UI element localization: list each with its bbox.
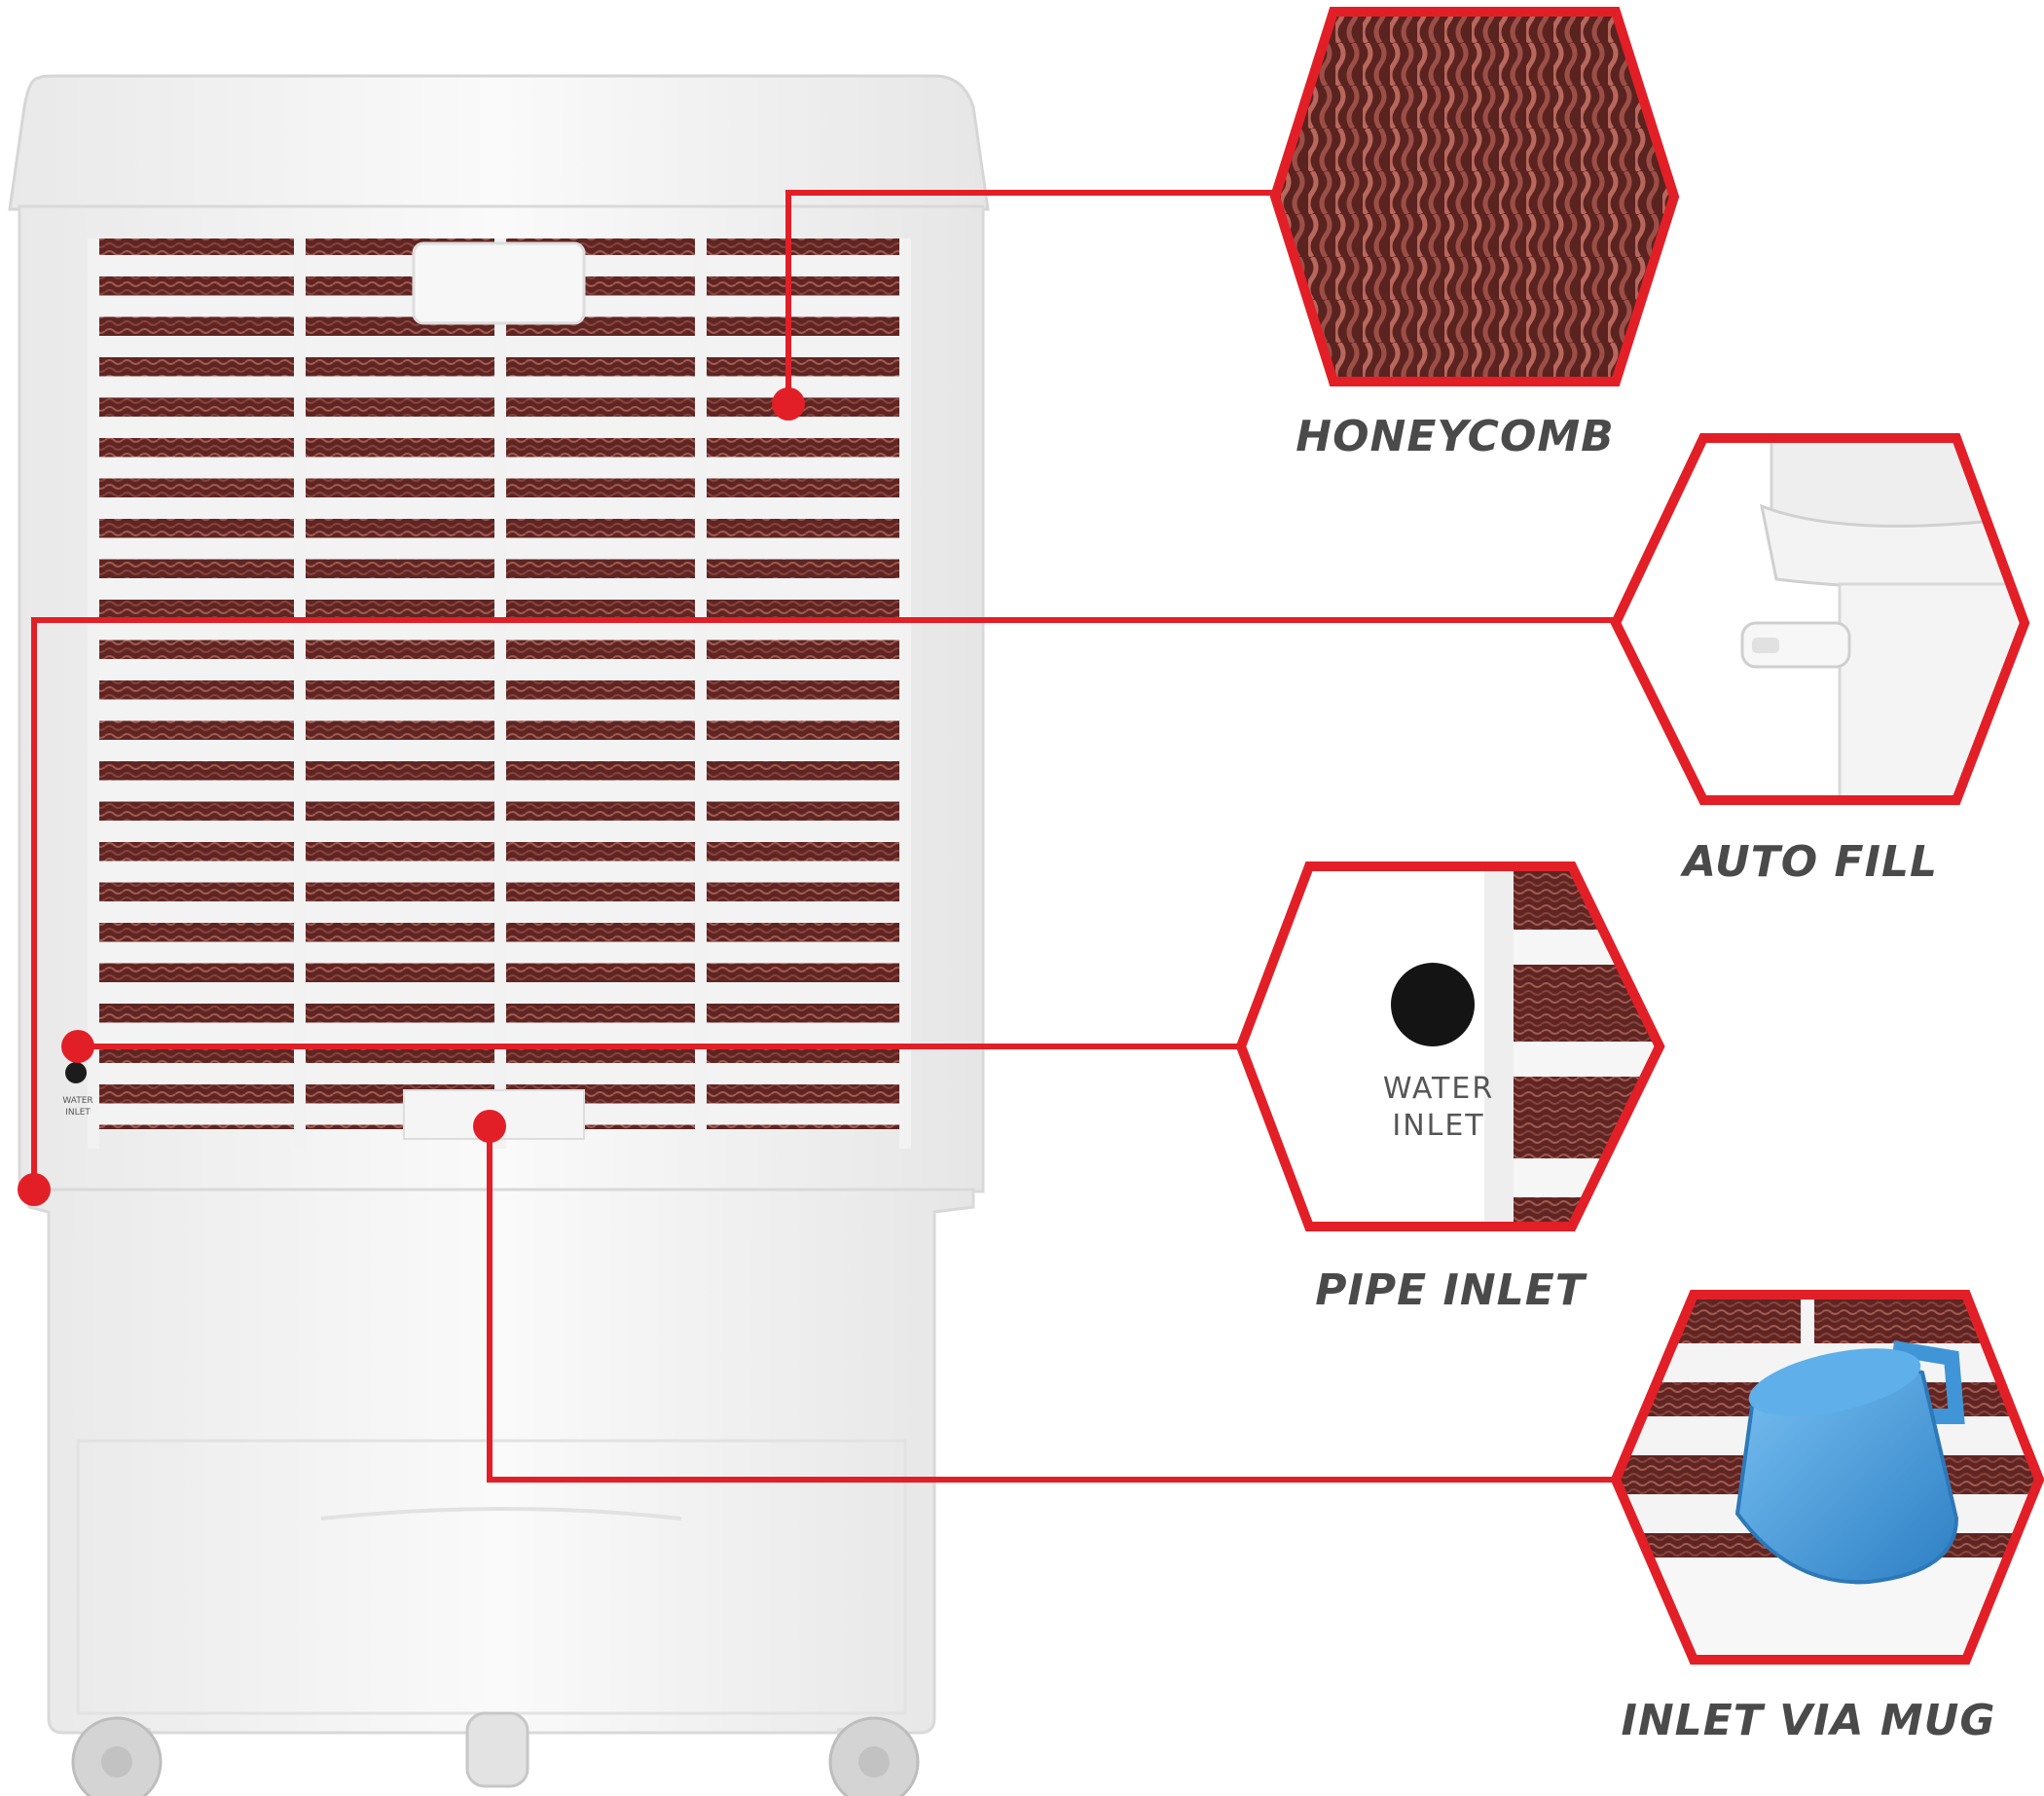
air-cooler: WATER INLET <box>8 74 990 1796</box>
caster-wheels <box>71 1711 920 1796</box>
feature-inlet-via-mug: INLET VIA MUG <box>1610 1290 2044 1745</box>
feature-label-pipe-inlet: PIPE INLET <box>1315 1265 1588 1315</box>
callout-dots <box>18 387 805 1206</box>
water-inlet-marking-line2: INLET <box>65 1108 91 1118</box>
mug-icon <box>1734 1340 1965 1585</box>
feature-auto-fill: AUTO FILL <box>1610 433 2030 887</box>
pipe-inlet-closeup-line1: WATER <box>1383 1072 1494 1106</box>
honeycomb-pad-icon <box>1275 12 1674 382</box>
feature-label-inlet-via-mug: INLET VIA MUG <box>1621 1696 1995 1745</box>
grille-handle-slot <box>412 241 586 325</box>
callout-line-auto-fill <box>31 617 1635 1190</box>
callout-line-honeycomb <box>785 190 1277 401</box>
callout-line-mug <box>487 1124 1618 1483</box>
callout-lines <box>31 190 1635 1483</box>
feature-label-auto-fill: AUTO FILL <box>1680 837 1938 887</box>
feature-label-honeycomb: HONEYCOMB <box>1296 412 1614 461</box>
feature-pipe-inlet: WATER INLET PIPE INLET <box>1235 861 1665 1315</box>
pipe-inlet-closeup-line2: INLET <box>1392 1109 1484 1143</box>
feature-honeycomb: HONEYCOMB <box>1269 7 1680 461</box>
cooler-top-cap <box>8 74 990 211</box>
water-inlet-marking-line1: WATER <box>62 1096 92 1106</box>
grille-dividers <box>88 238 911 1149</box>
water-tank <box>27 1188 975 1735</box>
water-inlet-hole <box>65 1062 87 1083</box>
